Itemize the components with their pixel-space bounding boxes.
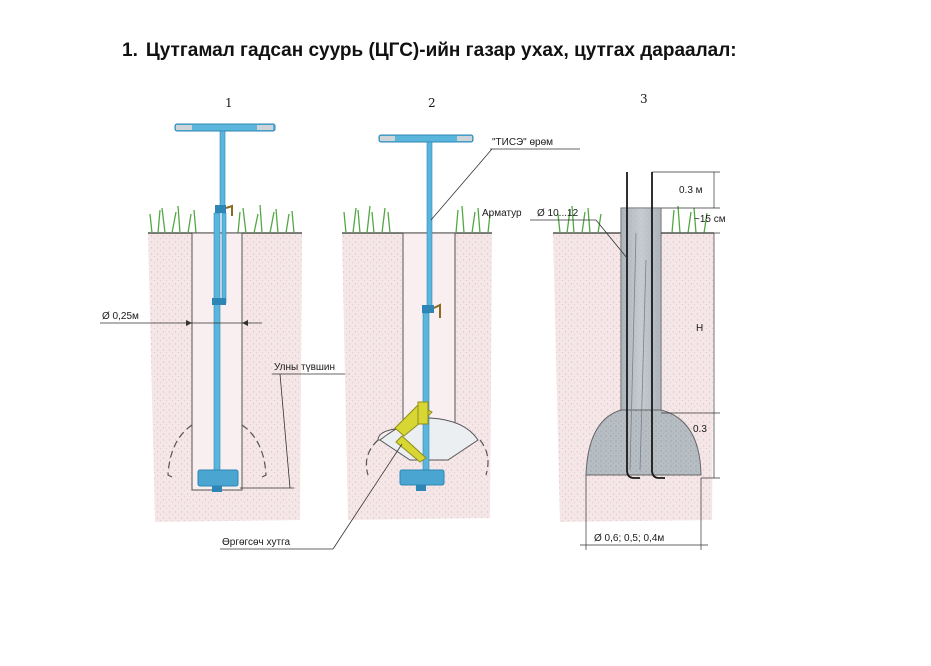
drill-latch-icon <box>225 204 233 216</box>
page-title: 1. Цутгамал гадсан суурь (ЦГС)-ийн газар … <box>122 40 737 62</box>
drill-tip <box>212 486 222 492</box>
drill-grip-left <box>176 125 192 130</box>
pile-hatch <box>629 232 637 471</box>
rotating-knife-icon <box>394 401 433 463</box>
base-diameters-label: Ø 0,6; 0,5; 0,4м <box>594 533 664 544</box>
dashed-bulb-outline <box>167 424 267 479</box>
drill-rod-inner <box>221 212 227 304</box>
rotating-knife-label: Өргөгсөч хутга <box>222 537 291 548</box>
leader-line <box>279 373 291 489</box>
concrete-base-bulb <box>585 409 702 476</box>
stage-1-number: 1 <box>225 96 233 110</box>
diameter-025-label: Ø 0,25м <box>102 311 139 322</box>
armatur-label: Арматур <box>482 208 522 219</box>
height-h-label: Н <box>696 323 703 334</box>
stage-3: 3 0.3 м ~15 см Н <box>482 92 726 550</box>
drill-rod-upper <box>219 130 226 212</box>
dashed-bulb-outline <box>365 439 489 476</box>
drill-grip-left <box>380 136 395 141</box>
stage-2-number: 2 <box>428 96 436 110</box>
drill-grip-right <box>257 125 273 130</box>
leader-line <box>332 443 403 550</box>
tise-erem-label: "ТИСЭ" өрөм <box>492 137 553 148</box>
drill-auger <box>399 469 445 486</box>
title-number: 1. <box>122 40 138 61</box>
drill-rod-lower <box>213 212 221 471</box>
stage-3-number: 3 <box>640 92 648 106</box>
rebar-icon <box>626 172 665 479</box>
title-text: Цутгамал гадсан суурь (ЦГС)-ийн газар ух… <box>145 40 737 61</box>
drill-tip <box>416 485 426 491</box>
drill-rod-lower <box>422 312 430 474</box>
drill-auger <box>197 469 239 487</box>
top-03-label: 0.3 м <box>679 185 703 196</box>
drill-handle <box>378 134 474 143</box>
drill-coupling <box>422 305 434 313</box>
grass-icon <box>343 205 491 234</box>
depth-15-label: ~15 см <box>694 214 726 225</box>
leader-line <box>430 148 493 221</box>
pile-hatch <box>639 259 647 471</box>
bottom-03-label: 0.3 <box>693 424 707 435</box>
grass-icon <box>149 204 295 234</box>
diameter-10-12-label: Ø 10...12 <box>537 208 579 219</box>
stage-1: 1 Ø 0,25м Улны түвшин <box>100 96 350 522</box>
grass-icon <box>557 205 708 234</box>
drill-rod-upper <box>426 141 433 311</box>
drill-latch-icon <box>433 303 441 318</box>
drill-clamp <box>212 298 226 305</box>
ulny-tuvshin-label: Улны түвшин <box>274 362 335 373</box>
drill-coupling <box>215 205 226 213</box>
drill-grip-right <box>457 136 472 141</box>
stage-2: 2 "ТИСЭ" өрөм Өргө <box>220 96 580 550</box>
leader-line <box>595 219 628 259</box>
